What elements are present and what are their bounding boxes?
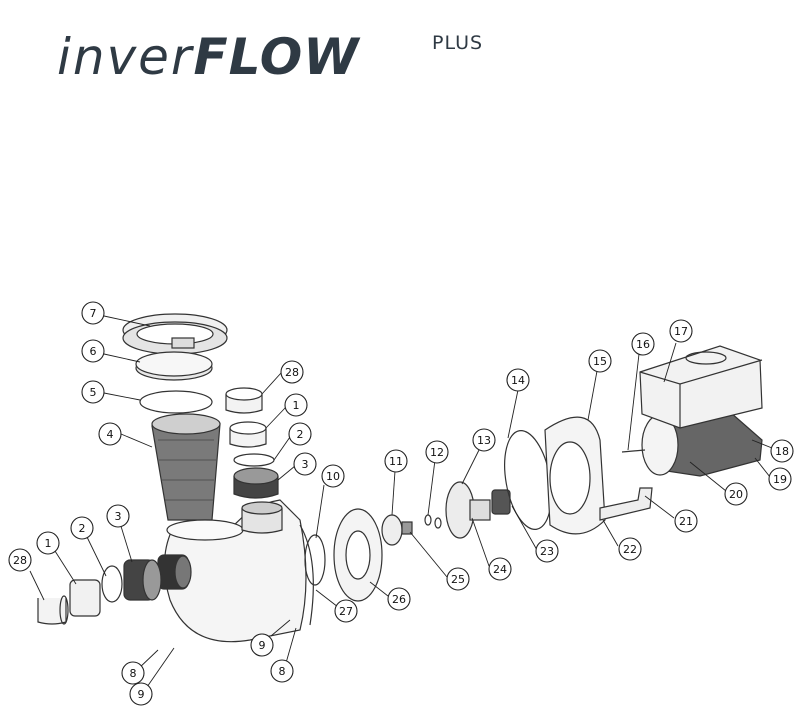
callout-label: 8	[130, 667, 137, 680]
callout-8-right: 8	[270, 659, 294, 683]
callout-label: 24	[493, 563, 507, 576]
callout-12: 12	[425, 440, 449, 464]
callout-label: 8	[279, 665, 286, 678]
callout-label: 3	[115, 510, 122, 523]
part-union-right	[225, 387, 279, 499]
callout-2-left: 2	[70, 516, 94, 540]
callout-19: 19	[768, 467, 792, 491]
callout-label: 5	[90, 386, 97, 399]
callout-label: 1	[293, 399, 300, 412]
callout-label: 15	[593, 355, 607, 368]
callout-25: 25	[446, 567, 470, 591]
callout-label: 2	[297, 428, 304, 441]
callout-label: 25	[451, 573, 465, 586]
callout-26: 26	[387, 587, 411, 611]
leader-lines	[29, 315, 773, 688]
callout-3-left: 3	[106, 504, 130, 528]
callout-label: 2	[79, 522, 86, 535]
callout-13: 13	[472, 428, 496, 452]
callout-label: 18	[775, 445, 789, 458]
callout-label: 23	[540, 545, 554, 558]
callout-label: 21	[679, 515, 693, 528]
callout-label: 26	[392, 593, 406, 606]
callout-24: 24	[488, 557, 512, 581]
logo-prefix: inver	[57, 28, 194, 86]
callout-label: 3	[302, 458, 309, 471]
part-union-left	[37, 559, 162, 625]
part-impeller	[445, 481, 491, 539]
callout-label: 19	[773, 473, 787, 486]
callout-9-left: 9	[129, 682, 153, 706]
callout-17: 17	[669, 319, 693, 343]
callout-label: 6	[90, 345, 97, 358]
callout-label: 13	[477, 434, 491, 447]
callout-9-right: 9	[250, 633, 274, 657]
part-lid-ring	[122, 313, 228, 355]
logo-suffix: PLUS	[432, 32, 484, 54]
callout-label: 22	[623, 543, 637, 556]
callout-label: 4	[107, 428, 114, 441]
part-lid-oring	[139, 390, 213, 414]
part-mechanical-seal	[381, 514, 403, 546]
callout-8-left: 8	[121, 661, 145, 685]
callout-label: 16	[636, 338, 650, 351]
part-diffuser	[333, 508, 383, 602]
part-small-oring	[434, 517, 442, 529]
callout-18: 18	[770, 439, 794, 463]
callout-group: 7 6 5 4 28 1 2 3 10 11 12 13 14 15 16 17…	[8, 301, 794, 706]
callout-6: 6	[81, 339, 105, 363]
part-housing-oring	[304, 534, 326, 586]
callout-label: 14	[511, 374, 525, 387]
part-pump-housing	[157, 499, 314, 643]
callout-2-top: 2	[288, 422, 312, 446]
callout-27: 27	[334, 599, 358, 623]
callout-label: 17	[674, 325, 688, 338]
callout-label: 1	[45, 537, 52, 550]
callout-3-top: 3	[293, 452, 317, 476]
part-lid	[135, 351, 213, 381]
callout-label: 7	[90, 307, 97, 320]
callout-1-left: 1	[36, 531, 60, 555]
callout-4: 4	[98, 422, 122, 446]
part-seal-plate	[544, 416, 606, 535]
callout-28-left: 28	[8, 548, 32, 572]
callout-label: 28	[13, 554, 27, 567]
callout-label: 10	[326, 470, 340, 483]
callout-1-top: 1	[284, 393, 308, 417]
brand-logo: inverFLOW PLUS	[57, 28, 482, 88]
callout-16: 16	[631, 332, 655, 356]
part-strainer-basket	[151, 413, 221, 521]
logo-brand: FLOW	[193, 28, 360, 86]
part-impeller-screw	[401, 521, 413, 535]
callout-10: 10	[321, 464, 345, 488]
callout-20: 20	[724, 482, 748, 506]
callout-label: 11	[389, 455, 403, 468]
callout-5: 5	[81, 380, 105, 404]
callout-label: 9	[259, 639, 266, 652]
callout-11: 11	[384, 449, 408, 473]
part-motor	[621, 411, 763, 477]
callout-23: 23	[535, 539, 559, 563]
callout-21: 21	[674, 509, 698, 533]
callout-15: 15	[588, 349, 612, 373]
callout-28-top: 28	[280, 360, 304, 384]
callout-14: 14	[506, 368, 530, 392]
callout-7: 7	[81, 301, 105, 325]
callout-22: 22	[618, 537, 642, 561]
callout-label: 12	[430, 446, 444, 459]
part-motor-foot	[599, 487, 653, 521]
callout-label: 20	[729, 488, 743, 501]
part-controller-box	[639, 345, 763, 429]
callout-label: 9	[138, 688, 145, 701]
callout-label: 28	[285, 366, 299, 379]
callout-label: 27	[339, 605, 353, 618]
part-shaft-adapter	[491, 489, 511, 515]
part-washer	[424, 514, 432, 526]
